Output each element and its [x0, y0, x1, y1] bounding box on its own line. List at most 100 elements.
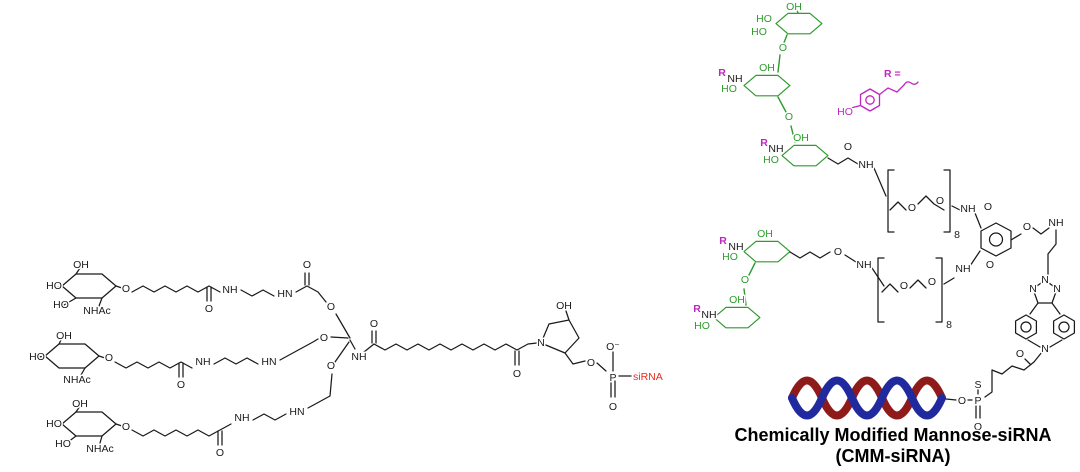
atom-label: R: [719, 235, 727, 247]
atom-label: OH: [759, 62, 775, 74]
mannose-ring: [743, 74, 791, 97]
r-equals-label: R =: [884, 68, 901, 80]
atom-label: R: [760, 137, 768, 149]
atom-label: HO: [46, 418, 62, 430]
atom-label: NH: [728, 241, 743, 253]
attachment-squiggle: [903, 81, 919, 86]
caption-line-1: Chemically Modified Mannose-siRNA: [734, 425, 1051, 445]
atom-label: O: [844, 141, 852, 153]
atom-label: HO: [55, 438, 71, 450]
atom-label: NH: [234, 412, 249, 424]
atom-label: P: [609, 372, 616, 384]
atom-label: O: [587, 357, 595, 369]
atom-label: O: [513, 368, 521, 380]
nhac-label: NHAc: [86, 443, 113, 455]
top-linker-chain: [131, 272, 327, 303]
top-peg-entry-chain: [827, 157, 887, 197]
long-alkyl-chain: [373, 342, 538, 366]
atom-label: OH: [73, 259, 89, 271]
atom-label: HO: [763, 154, 779, 166]
atom-label: HO: [756, 13, 772, 25]
mannose-ring: [781, 144, 829, 167]
atom-label: N: [1029, 283, 1037, 295]
atom-label: O: [609, 401, 617, 413]
atom-label: N: [537, 337, 545, 349]
atom-label: HO: [694, 320, 710, 332]
atom-label: OH: [793, 132, 809, 144]
atom-label: O: [986, 259, 994, 271]
atom-label: HO: [46, 280, 62, 292]
atom-label: O: [1016, 348, 1024, 360]
atom-label: NH: [222, 284, 237, 296]
atom-label: HO: [722, 251, 738, 263]
atom-label: O: [958, 395, 966, 407]
atom-label: NH: [701, 309, 716, 321]
atom-label: O: [974, 421, 982, 433]
atom-label: OH: [72, 398, 88, 410]
atom-label: O: [984, 201, 992, 213]
atom-label: O: [216, 447, 224, 459]
branch-point-bonds: [330, 313, 377, 363]
atom-label: O: [327, 301, 335, 313]
phosphate-bonds: [564, 351, 632, 398]
glycosidic-bonds: [743, 4, 799, 306]
atom-label: OH: [729, 294, 745, 306]
atom-label: O: [122, 421, 130, 433]
dbco-aromatic-circle-left: [1020, 321, 1032, 333]
atom-label: O: [908, 202, 916, 214]
top-peg-chain: [889, 195, 982, 229]
atom-label: O⁻: [606, 341, 620, 353]
dbco-benzo-ring-right: [1052, 314, 1076, 340]
bottom-peg-chain: [881, 250, 981, 293]
repeat-brackets: [877, 169, 951, 323]
atom-label: N: [1053, 283, 1061, 295]
atom-label: O: [205, 303, 213, 315]
atom-label: HO: [29, 351, 45, 363]
mannose-ring: [713, 306, 761, 329]
nhac-label: NHAc: [63, 374, 90, 386]
atom-label: NH: [960, 203, 975, 215]
caption-line-2: (CMM-siRNA): [836, 446, 951, 466]
atom-label: O: [122, 283, 130, 295]
atom-label: S: [974, 379, 981, 391]
atom-label: R: [693, 303, 701, 315]
atom-label: O: [327, 360, 335, 372]
atom-label: R: [718, 67, 726, 79]
atom-label: NH: [768, 143, 783, 155]
atom-label: NH: [955, 263, 970, 275]
mannose-ring: [743, 240, 791, 263]
atom-label: O: [105, 352, 113, 364]
atom-label: O: [320, 332, 328, 344]
atom-label: NH: [195, 356, 210, 368]
atom-label: OH: [786, 1, 802, 13]
atom-label: O: [900, 280, 908, 292]
right-linker-network: [789, 157, 1076, 419]
helix-strand-blue: [788, 376, 946, 420]
mannose-cluster: [713, 4, 829, 329]
atom-label: O: [741, 274, 749, 286]
benzene-aromatic-circle: [988, 232, 1004, 247]
dbco-amide-bonds: [984, 339, 1063, 398]
atom-label: N: [1041, 274, 1049, 286]
sugar-ring: [61, 411, 117, 437]
atom-label: HO: [837, 106, 853, 118]
atom-label: O: [936, 195, 944, 207]
mannose-ring: [775, 12, 823, 35]
atom-label: O: [303, 259, 311, 271]
atom-label: NH: [727, 73, 742, 85]
left-bond-network: [38, 267, 632, 446]
atom-label: OH: [556, 300, 572, 312]
atom-label: O: [785, 111, 793, 123]
dbco-aromatic-circle-right: [1058, 321, 1070, 333]
atom-label: NH: [858, 159, 873, 171]
benzene-core-ring: [980, 222, 1012, 257]
atom-label: O: [1023, 221, 1031, 233]
nhac-label: NHAc: [83, 305, 110, 317]
sirna-label: siRNA: [633, 371, 663, 383]
atom-label: O: [779, 42, 787, 54]
sugar-ring: [61, 273, 117, 299]
